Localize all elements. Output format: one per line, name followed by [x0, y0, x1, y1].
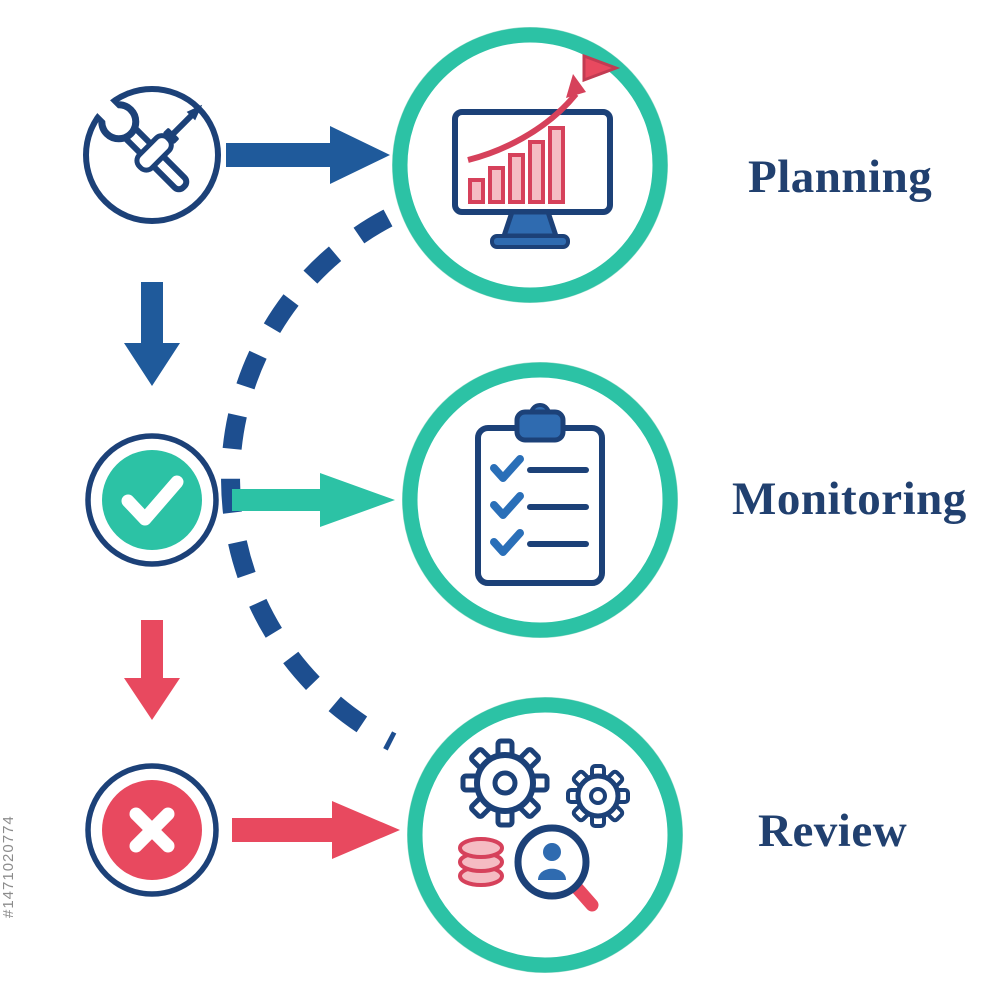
- arrow-right-red: [232, 801, 400, 859]
- tools-step-icon: [83, 86, 221, 224]
- review-label: Review: [758, 805, 908, 857]
- planning-node: [392, 27, 668, 303]
- gear-small-icon: [566, 764, 630, 828]
- arrow-down-blue: [124, 282, 180, 386]
- bar-chart-icon: [468, 126, 565, 204]
- monitoring-label: Monitoring: [732, 473, 967, 525]
- arrow-right-teal: [232, 473, 395, 527]
- planning-label: Planning: [748, 151, 933, 203]
- flag-icon: [582, 53, 621, 83]
- clipboard-checklist-icon: [475, 403, 605, 586]
- gear-large-icon: [460, 738, 550, 828]
- screwdriver-icon: [134, 104, 203, 173]
- arrow-down-red: [124, 620, 180, 720]
- monitor-growth-chart-icon: [452, 53, 621, 249]
- cross-step-icon: [85, 763, 219, 897]
- cross-icon: [129, 807, 175, 853]
- dashed-arc-connector: [221, 209, 397, 751]
- coins-icon: [458, 837, 504, 887]
- watermark-id: #1471020774: [0, 815, 17, 919]
- magnifier-person-icon: [514, 824, 599, 912]
- growth-arrow-icon: [467, 92, 579, 163]
- gears-coins-magnifier-icon: [458, 738, 630, 912]
- review-node: [407, 697, 683, 973]
- check-step-icon: [85, 433, 219, 567]
- monitoring-node: [402, 362, 678, 638]
- check-icon: [121, 475, 184, 526]
- arrow-right-blue: [226, 126, 390, 184]
